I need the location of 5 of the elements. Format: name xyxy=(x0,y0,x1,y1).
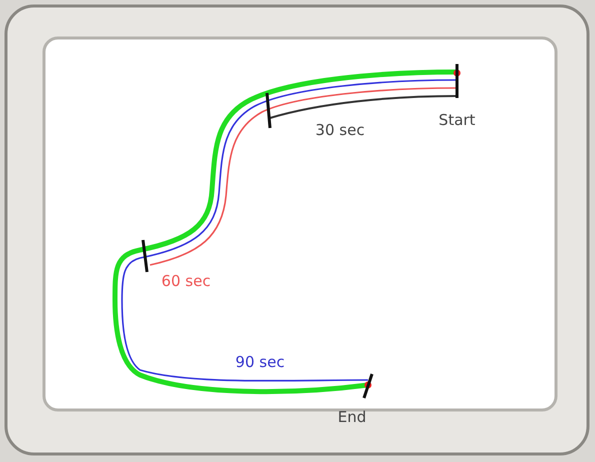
time-label: 30 sec xyxy=(315,121,365,139)
point-label: Start xyxy=(438,111,476,129)
point-label: End xyxy=(338,408,366,426)
time-label: 60 sec xyxy=(161,272,211,290)
time-label: 90 sec xyxy=(235,353,285,371)
